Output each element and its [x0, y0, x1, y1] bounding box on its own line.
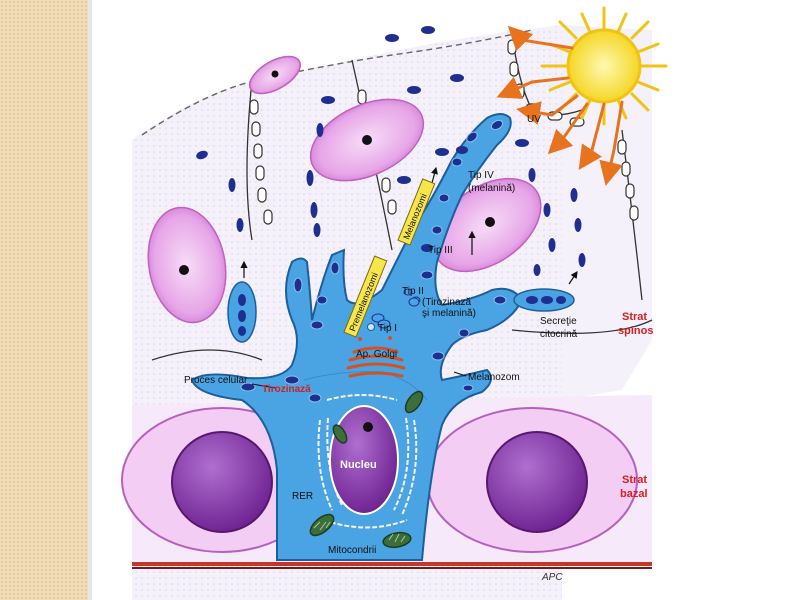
melanocyte-nucleus	[329, 405, 399, 515]
label-secretie-1: Secreţie	[540, 316, 577, 327]
label-tip-ii-detail-1: (Tirozinază	[422, 297, 472, 308]
label-tip-iv: Tip IV	[468, 170, 494, 181]
label-proces-celular: Proces celular	[184, 375, 248, 386]
spinous-keratinocyte	[309, 98, 425, 182]
melanocyte-melanosomes	[240, 119, 507, 403]
basement-membrane-shadow	[132, 567, 652, 569]
spinous-keratinocyte	[249, 55, 301, 95]
cytocrine-secretion-cell	[227, 281, 575, 343]
label-tip-ii-detail-2: şi melanină)	[422, 308, 476, 319]
label-tip-ii: Tip II	[402, 286, 424, 297]
label-strat-spinos-1: Strat	[622, 311, 647, 323]
melanosome-stages	[367, 146, 468, 331]
side-band-divider	[88, 0, 92, 600]
label-strat-bazal-1: Strat	[622, 474, 647, 486]
label-melanozom: Melanozom	[468, 372, 520, 383]
artist-signature: APC	[541, 572, 563, 583]
golgi-apparatus	[346, 336, 406, 378]
transfer-arrows	[240, 166, 578, 285]
label-uv: UV	[527, 114, 541, 125]
label-mitocondrii: Mitocondrii	[328, 545, 376, 556]
uv-rays	[496, 25, 624, 186]
label-ap-golgi: Ap. Golgi	[356, 349, 397, 360]
label-rer: RER	[292, 491, 313, 502]
scattered-melanosomes	[196, 26, 586, 276]
melanozom-leader-line	[453, 371, 467, 377]
melanocyte-diagram: UV Tip IV (melanină) Tip III Tip II (Tir…	[92, 0, 800, 600]
decorative-side-band	[0, 0, 88, 600]
label-strat-bazal-2: bazal	[620, 488, 648, 500]
basement-membrane	[132, 562, 652, 566]
label-nucleu: Nucleu	[340, 459, 377, 471]
label-tirozinaza: Tirozinază	[262, 384, 311, 395]
label-secretie-2: citocrină	[540, 329, 578, 340]
mitochondria	[309, 390, 424, 549]
sun-icon	[540, 6, 668, 126]
label-tip-iv-detail: (melanină)	[468, 183, 515, 194]
label-tip-iii: Tip III	[428, 245, 453, 256]
label-tip-i: Tip I	[378, 323, 397, 334]
spinous-keratinocyte	[147, 206, 227, 324]
proces-celular-leader-line	[251, 383, 277, 389]
label-strat-spinos-2: spinos	[618, 325, 653, 337]
